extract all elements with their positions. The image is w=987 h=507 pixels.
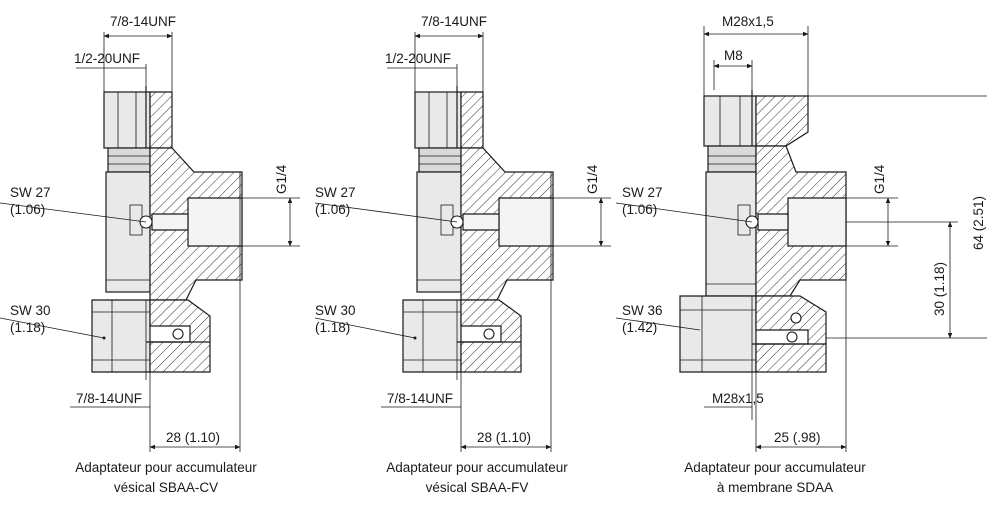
upper-wrench-inch-label: (1.06): [10, 202, 45, 217]
caption-line-1: Adaptateur pour accumulateur: [386, 460, 568, 475]
caption-line-1: Adaptateur pour accumulateur: [75, 460, 257, 475]
fitting-drawing: [679, 90, 847, 452]
lower-wrench-inch-label: (1.18): [10, 320, 45, 335]
adapter-sdaa: M28x1,5 M8 G1/4 SW 27 (1.06) SW 36 (1.42…: [615, 14, 987, 495]
top-thread-label: 7/8-14UNF: [110, 14, 176, 29]
upper-wrench-inch-label: (1.06): [315, 202, 350, 217]
upper-wrench-label: SW 27: [622, 185, 663, 200]
lower-wrench-label: SW 30: [315, 303, 356, 318]
upper-wrench-inch-label: (1.06): [622, 202, 657, 217]
length-label: 28 (1.10): [477, 430, 531, 445]
bottom-thread-label: M28x1,5: [712, 391, 764, 406]
height-total-label: 64 (2.51): [971, 196, 986, 250]
inner-thread-label: 1/2-20UNF: [385, 51, 451, 66]
lower-wrench-label: SW 30: [10, 303, 51, 318]
length-label: 25 (.98): [774, 430, 821, 445]
inner-thread-label: 1/2-20UNF: [74, 51, 140, 66]
lower-wrench-label: SW 36: [622, 303, 663, 318]
dimensions: [314, 32, 611, 450]
adapter-sbaa-fv: 7/8-14UNF 1/2-20UNF G1/4 SW 27 (1.06) SW…: [314, 14, 611, 495]
fitting-drawing: [91, 86, 243, 452]
port-thread-label: G1/4: [585, 164, 600, 194]
length-label: 28 (1.10): [166, 430, 220, 445]
top-thread-label: M28x1,5: [722, 14, 774, 29]
dimensions: [615, 26, 987, 450]
port-thread-label: G1/4: [274, 164, 289, 194]
caption-line-2: vésical SBAA-FV: [426, 480, 529, 495]
caption-line-2: vésical SBAA-CV: [114, 480, 218, 495]
dimensions: [0, 32, 300, 450]
upper-wrench-label: SW 27: [315, 185, 356, 200]
lower-wrench-inch-label: (1.18): [315, 320, 350, 335]
inner-thread-label: M8: [724, 48, 743, 63]
lower-wrench-inch-label: (1.42): [622, 320, 657, 335]
height-port-label: 30 (1.18): [932, 262, 947, 316]
upper-wrench-label: SW 27: [10, 185, 51, 200]
bottom-thread-label: 7/8-14UNF: [387, 391, 453, 406]
top-thread-label: 7/8-14UNF: [421, 14, 487, 29]
bottom-thread-label: 7/8-14UNF: [76, 391, 142, 406]
caption-line-2: à membrane SDAA: [717, 480, 833, 495]
caption-line-1: Adaptateur pour accumulateur: [684, 460, 866, 475]
adapter-sbaa-cv: 7/8-14UNF 1/2-20UNF G1/4 SW 27 (1.06) SW…: [0, 14, 300, 495]
port-thread-label: G1/4: [872, 164, 887, 194]
fitting-drawing: [402, 86, 554, 452]
